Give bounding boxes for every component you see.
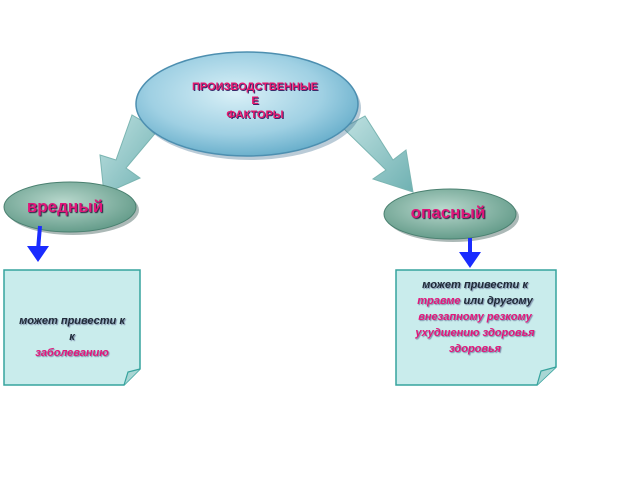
left-connector-arrow — [99, 114, 159, 195]
right-connector-arrow — [342, 115, 414, 193]
left-blue-arrow — [27, 225, 49, 262]
left-note-box — [3, 269, 141, 386]
right-note-line4: ухудшению здоровья — [415, 327, 535, 339]
right-note-line2-rest: или другому — [460, 295, 533, 307]
left-node-title: вредный — [26, 197, 104, 216]
right-note-line2-highlight: травме — [417, 295, 461, 307]
top-node-label: ПРОИЗВОДСТВЕННЫЕ Е ФАКТОРЫ — [170, 80, 340, 122]
top-node-ellipse — [135, 51, 361, 160]
right-blue-arrow — [459, 238, 481, 268]
right-note-line1: может привести к — [422, 279, 528, 291]
left-note-line1: может привести к — [19, 315, 125, 327]
top-node-line3: ФАКТОРЫ — [226, 109, 284, 121]
left-note-text: может привести к к заболеванию — [6, 313, 138, 361]
left-note-line2: к — [69, 331, 75, 343]
top-node-line2: Е — [251, 95, 259, 107]
left-note-line3: заболеванию — [35, 347, 109, 359]
right-note-line5: здоровья — [448, 343, 502, 355]
left-node-ellipse — [3, 181, 139, 235]
right-note-line3: внезапному резкому — [418, 311, 532, 323]
right-note-box — [395, 269, 557, 386]
right-note-text: может привести к травме или другому внез… — [398, 277, 552, 357]
right-node-ellipse — [383, 188, 519, 242]
right-note-line2: травме или другому — [398, 293, 552, 309]
top-node-line1: ПРОИЗВОДСТВЕННЫЕ — [191, 81, 319, 93]
right-node-title: опасный — [410, 203, 486, 222]
